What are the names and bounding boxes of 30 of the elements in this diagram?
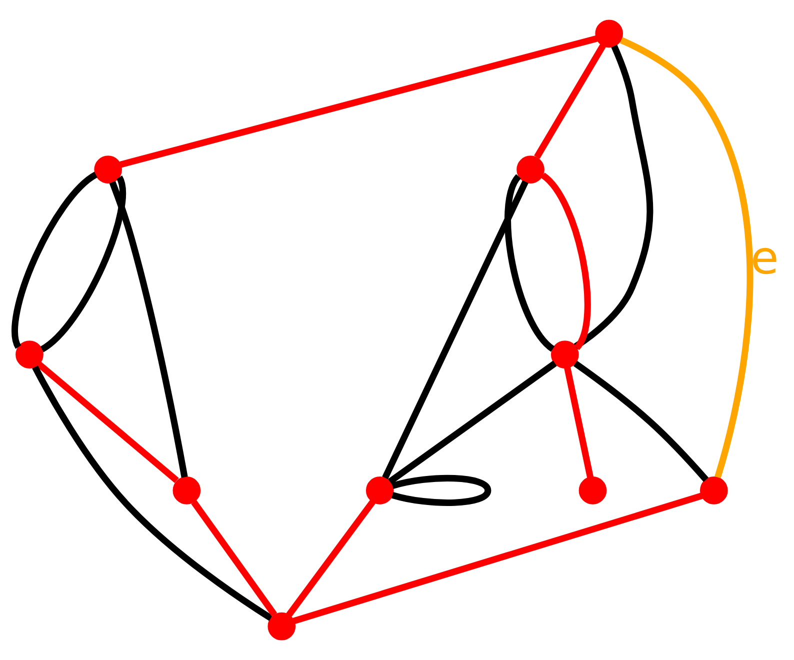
edge-label: e [750, 230, 779, 284]
connector [109, 181, 188, 478]
connector [286, 500, 376, 618]
connector [388, 360, 557, 484]
node-circle [268, 612, 296, 640]
connector [392, 474, 492, 506]
connector [504, 174, 555, 352]
node-circle [550, 340, 579, 368]
node-circle [94, 156, 122, 184]
node-circle [700, 476, 728, 504]
node-circle [172, 476, 201, 504]
connector [40, 176, 126, 352]
connector [573, 360, 708, 482]
connector [12, 172, 98, 348]
connector [564, 366, 594, 478]
node-circle [366, 476, 394, 504]
connector [534, 44, 606, 159]
node-circle [516, 156, 544, 184]
connector [32, 366, 273, 621]
connector [191, 500, 278, 617]
connector [620, 37, 754, 478]
connector [120, 35, 598, 168]
connector [36, 362, 179, 483]
connector [292, 492, 703, 624]
connector [574, 44, 654, 350]
connector [540, 172, 591, 350]
node-circle [16, 340, 44, 368]
node-circle [595, 20, 623, 48]
node-circle [578, 476, 607, 504]
connector [382, 180, 528, 480]
